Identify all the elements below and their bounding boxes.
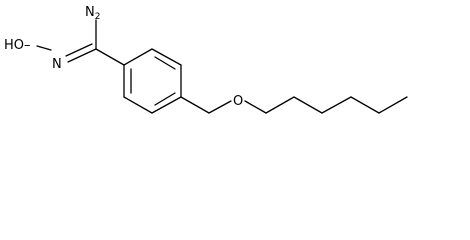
ring-bond-5 — [123, 96, 153, 114]
amine-label: N2 — [85, 5, 100, 22]
ring-bond-4 — [151, 96, 182, 114]
oxygen-to-chain-bond — [244, 100, 267, 114]
hexyloxymethyl-chain — [180, 96, 408, 114]
ring-double-inner-2 — [154, 92, 176, 106]
ether-oxygen-label: O — [233, 94, 243, 109]
chain-bond-3 — [321, 96, 352, 114]
ring-bond-2 — [151, 48, 182, 66]
chain-bond-1 — [265, 96, 295, 114]
c-n-double-bond-a — [67, 48, 97, 63]
chain-bond-2 — [293, 96, 323, 114]
c-n-double-bond-b — [65, 43, 93, 57]
molecule-diagram: N2 N HO– O — [4, 5, 408, 114]
ring-double-inner-1 — [154, 56, 176, 70]
n-to-ho-bond — [36, 45, 52, 51]
oxime-nitrogen-label: N — [52, 57, 62, 72]
chain-bond-4 — [350, 96, 380, 114]
hydroxyl-label: HO– — [4, 38, 31, 53]
ch2-to-oxygen-bond — [208, 100, 232, 114]
ring-to-carbon-bond — [95, 48, 125, 66]
molecule-svg: N2 N HO– O — [4, 5, 408, 114]
chain-bond-5 — [378, 96, 408, 114]
ring-to-ch2-bond — [180, 96, 210, 114]
benzene-ring — [123, 48, 182, 114]
amidoxime-group — [36, 19, 125, 66]
ring-bond-1 — [123, 48, 153, 66]
